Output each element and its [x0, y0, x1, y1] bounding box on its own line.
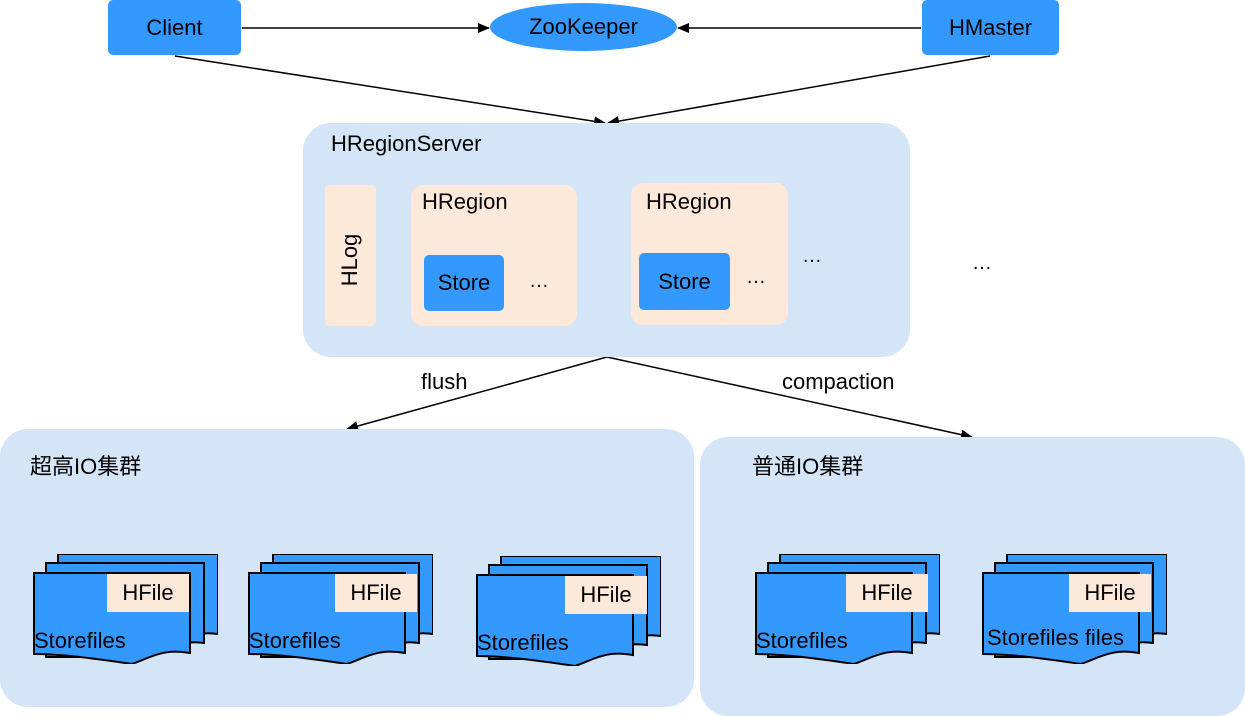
storefile-stack: HFile Storefiles: [475, 556, 661, 666]
hregion-2-ellipsis: …: [746, 266, 767, 288]
region-server-title: HRegionServer: [331, 131, 482, 156]
hregion-1-ellipsis: …: [529, 270, 550, 292]
store-1-label: Store: [437, 270, 491, 295]
arrow-hmaster-to-regionserver: [607, 55, 991, 127]
storefiles-label: Storefiles: [34, 628, 126, 653]
storefile-stack: HFile Storefiles: [754, 554, 940, 664]
store-2: Store: [639, 253, 730, 310]
region-server-panel: [303, 123, 910, 357]
hfile-label: HFile: [846, 574, 928, 612]
arrow-client-to-regionserver: [174, 55, 606, 127]
hlog-node: [325, 185, 376, 326]
store-1: Store: [424, 255, 504, 311]
hregion-2-title: HRegion: [646, 189, 732, 214]
storefiles-label: Storefiles files: [987, 625, 1124, 650]
outer-ellipsis: …: [972, 252, 993, 274]
arrow-compaction: [606, 356, 973, 440]
region-server-ellipsis: …: [802, 245, 823, 267]
store-2-label: Store: [658, 268, 711, 294]
normal-io-title: 普通IO集群: [752, 454, 864, 479]
hlog-label: HLog: [337, 233, 362, 287]
zookeeper-node: ZooKeeper: [490, 3, 677, 51]
storefiles-label: Storefiles: [477, 630, 569, 655]
hfile-label: HFile: [1069, 574, 1151, 612]
hfile-label: HFile: [335, 574, 417, 612]
storefile-stack: HFile Storefiles files: [981, 554, 1167, 664]
hmaster-label: HMaster: [948, 14, 1033, 40]
storefiles-label: Storefiles: [249, 628, 341, 653]
storefile-stack: HFile Storefiles: [247, 554, 433, 664]
flush-label: flush: [421, 369, 468, 394]
hfile-label: HFile: [565, 576, 647, 614]
storefiles-label: Storefiles: [756, 628, 848, 653]
hregion-1-title: HRegion: [422, 189, 508, 214]
hfile-label: HFile: [107, 574, 189, 612]
high-io-title: 超高IO集群: [30, 454, 142, 479]
storefile-stack: HFile Storefiles: [32, 554, 218, 664]
hmaster-node: HMaster: [922, 0, 1059, 55]
client-node: Client: [108, 0, 241, 55]
zookeeper-label: ZooKeeper: [529, 14, 638, 39]
compaction-label: compaction: [782, 369, 895, 394]
arrow-flush: [346, 356, 608, 431]
client-label: Client: [146, 14, 203, 40]
